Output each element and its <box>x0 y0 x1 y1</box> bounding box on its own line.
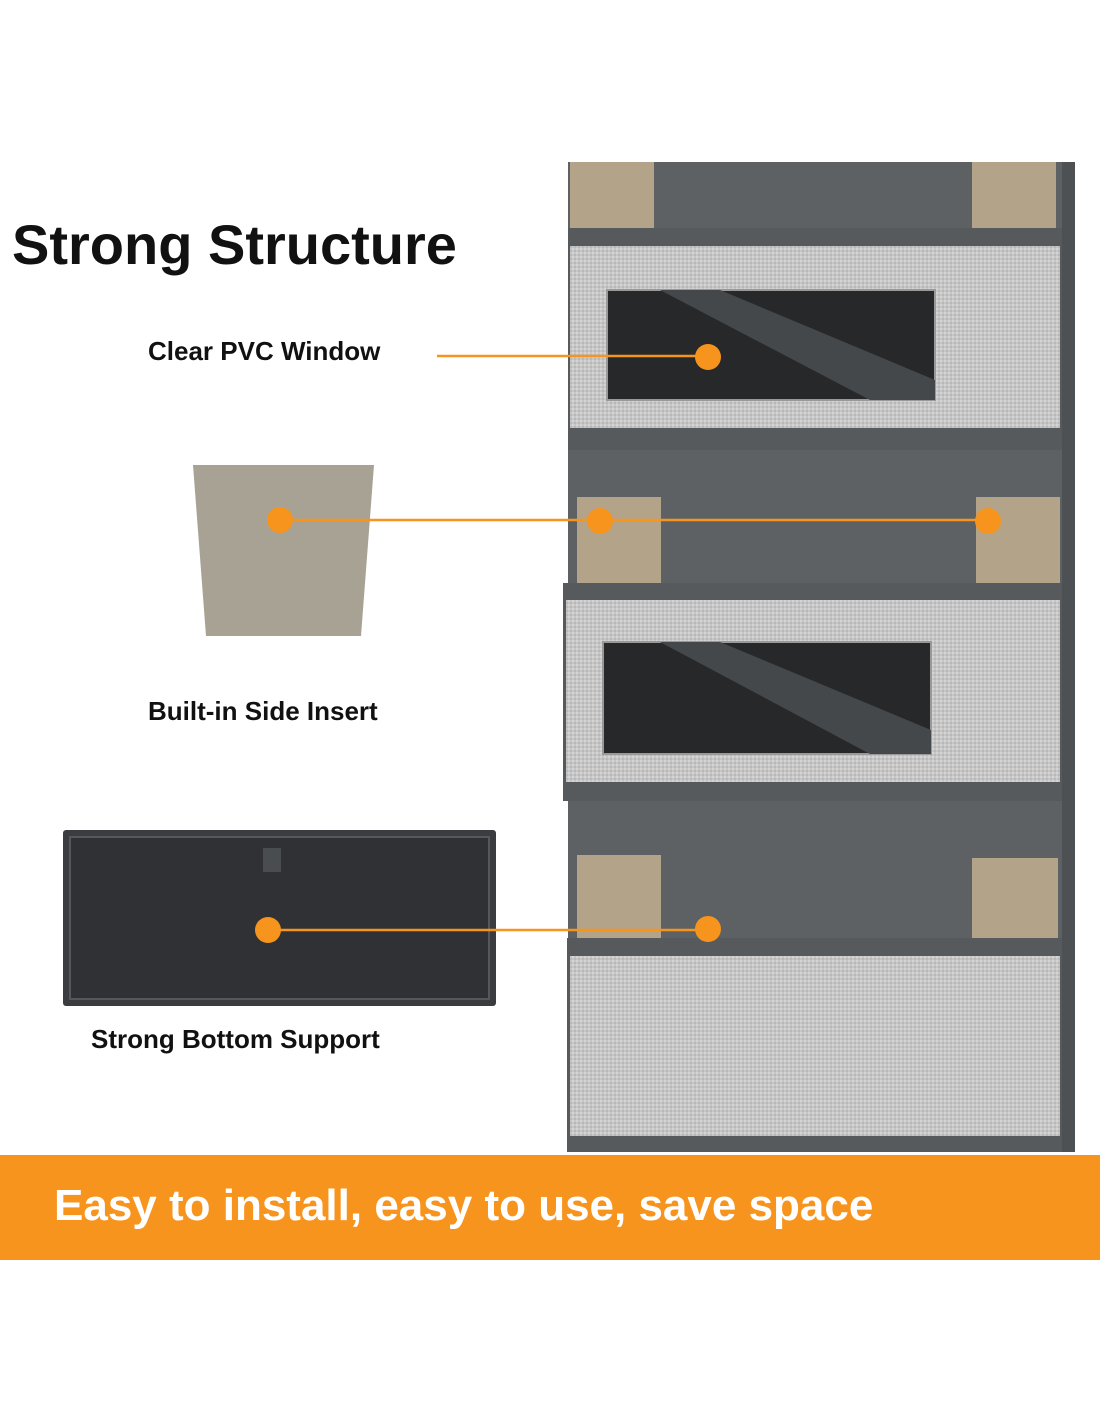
callout-dot-insert-sample <box>267 507 293 533</box>
callout-dot-board-sample <box>255 917 281 943</box>
callout-dot-insert-left <box>587 508 613 534</box>
top-pocket <box>568 228 1062 450</box>
callout-dot-pvc-window <box>695 344 721 370</box>
side-insert-sample <box>193 465 374 636</box>
callout-label-pvc-window: Clear PVC Window <box>148 336 381 366</box>
callout-dot-insert-right <box>975 508 1001 534</box>
slogan-banner: Easy to install, easy to use, save space <box>0 1155 1100 1260</box>
bottom-pocket <box>567 938 1062 1152</box>
callout-label-bottom-support: Strong Bottom Support <box>91 1024 380 1054</box>
slogan-text: Easy to install, easy to use, save space <box>54 1181 874 1230</box>
callout-label-side-insert: Built-in Side Insert <box>148 696 378 726</box>
bottom-board-sample <box>63 830 496 1006</box>
middle-pocket <box>563 583 1062 801</box>
callout-lines <box>268 354 988 932</box>
callout-dot-bottom-pocket <box>695 916 721 942</box>
page-title: Strong Structure <box>12 213 457 276</box>
